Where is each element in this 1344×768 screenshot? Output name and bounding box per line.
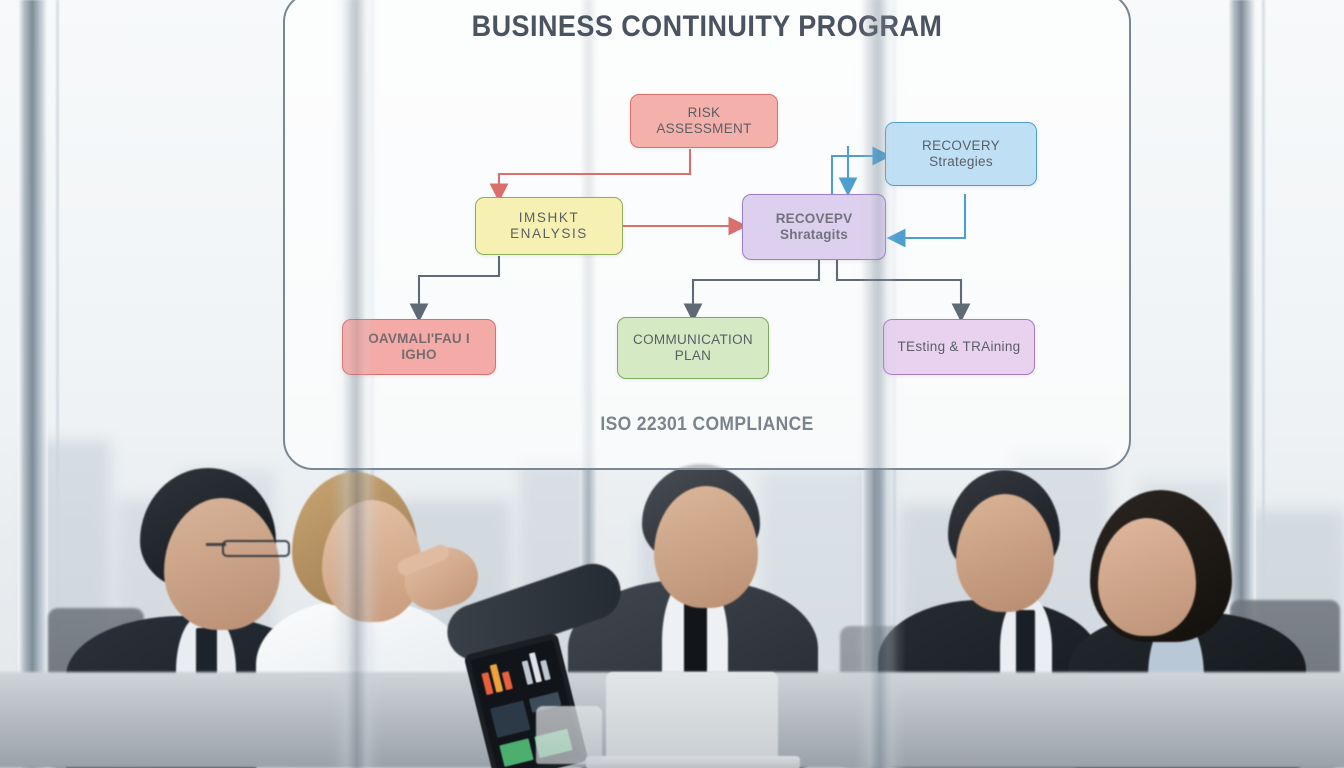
node-label: TEsting & TRAining xyxy=(897,339,1021,355)
node-recovery-strategies-right[interactable]: RECOVERY Strategies xyxy=(885,122,1037,186)
node-damage-control[interactable]: OAVMALI'FAU I IGHO xyxy=(342,319,496,375)
node-label-line2: PLAN xyxy=(674,348,712,363)
window-mullion xyxy=(56,0,59,768)
node-label: IMSHKT ENALYSIS xyxy=(510,210,588,241)
head xyxy=(654,486,758,608)
head xyxy=(1098,518,1196,636)
node-label-line2: Shratagits xyxy=(779,227,849,242)
node-label-wrapper: RECOVEPV Shratagits xyxy=(776,211,853,243)
laptop-screen xyxy=(606,672,778,762)
connector-recovery-to-testing xyxy=(835,260,971,323)
laptop-keyboard xyxy=(586,756,800,768)
node-label-line1: RECOVERY xyxy=(922,138,1000,154)
node-communication-plan[interactable]: COMMUNICATION PLAN xyxy=(617,317,769,379)
eyeglasses-icon xyxy=(206,543,226,546)
head xyxy=(164,498,280,630)
connector-blue-to-recovery-center xyxy=(886,194,967,248)
node-testing-training[interactable]: TEsting & TRAining xyxy=(883,319,1035,375)
connector-risk-to-impact xyxy=(489,149,692,203)
node-label-line1: COMMUNICATION xyxy=(633,332,753,348)
window-mullion xyxy=(18,0,48,768)
node-label: RISK ASSESSMENT xyxy=(656,105,752,136)
connector-recovery-to-communication xyxy=(683,260,821,323)
node-recovery-strategies-center[interactable]: RECOVEPV Shratagits xyxy=(742,194,886,260)
diagram-connectors xyxy=(409,146,971,323)
laptop-screen-secondary xyxy=(536,706,602,764)
node-label-wrapper: COMMUNICATION PLAN xyxy=(633,332,753,364)
window-mullion xyxy=(1262,0,1265,768)
node-impact-analysis[interactable]: IMSHKT ENALYSIS xyxy=(475,197,623,255)
head xyxy=(956,494,1054,612)
connector-impact-to-damage xyxy=(409,256,501,323)
eyeglasses-icon xyxy=(222,540,290,557)
node-label-wrapper: RECOVERY Strategies xyxy=(922,138,1000,170)
node-label-line2: Strategies xyxy=(929,154,993,169)
node-risk-assessment[interactable]: RISK ASSESSMENT xyxy=(630,94,778,148)
diagram-title: BUSINESS CONTINUITY PROGRAM xyxy=(471,10,943,43)
chart-bar xyxy=(501,671,513,691)
business-continuity-diagram: BUSINESS CONTINUITY PROGRAM xyxy=(283,0,1131,470)
node-label: OAVMALI'FAU I IGHO xyxy=(368,331,470,362)
chart-tile xyxy=(490,700,531,738)
chart-bar xyxy=(540,659,551,681)
node-label-line1: RECOVEPV xyxy=(775,211,853,227)
iso-compliance-label: ISO 22301 COMPLIANCE xyxy=(600,414,814,435)
chart-tile xyxy=(499,738,534,767)
